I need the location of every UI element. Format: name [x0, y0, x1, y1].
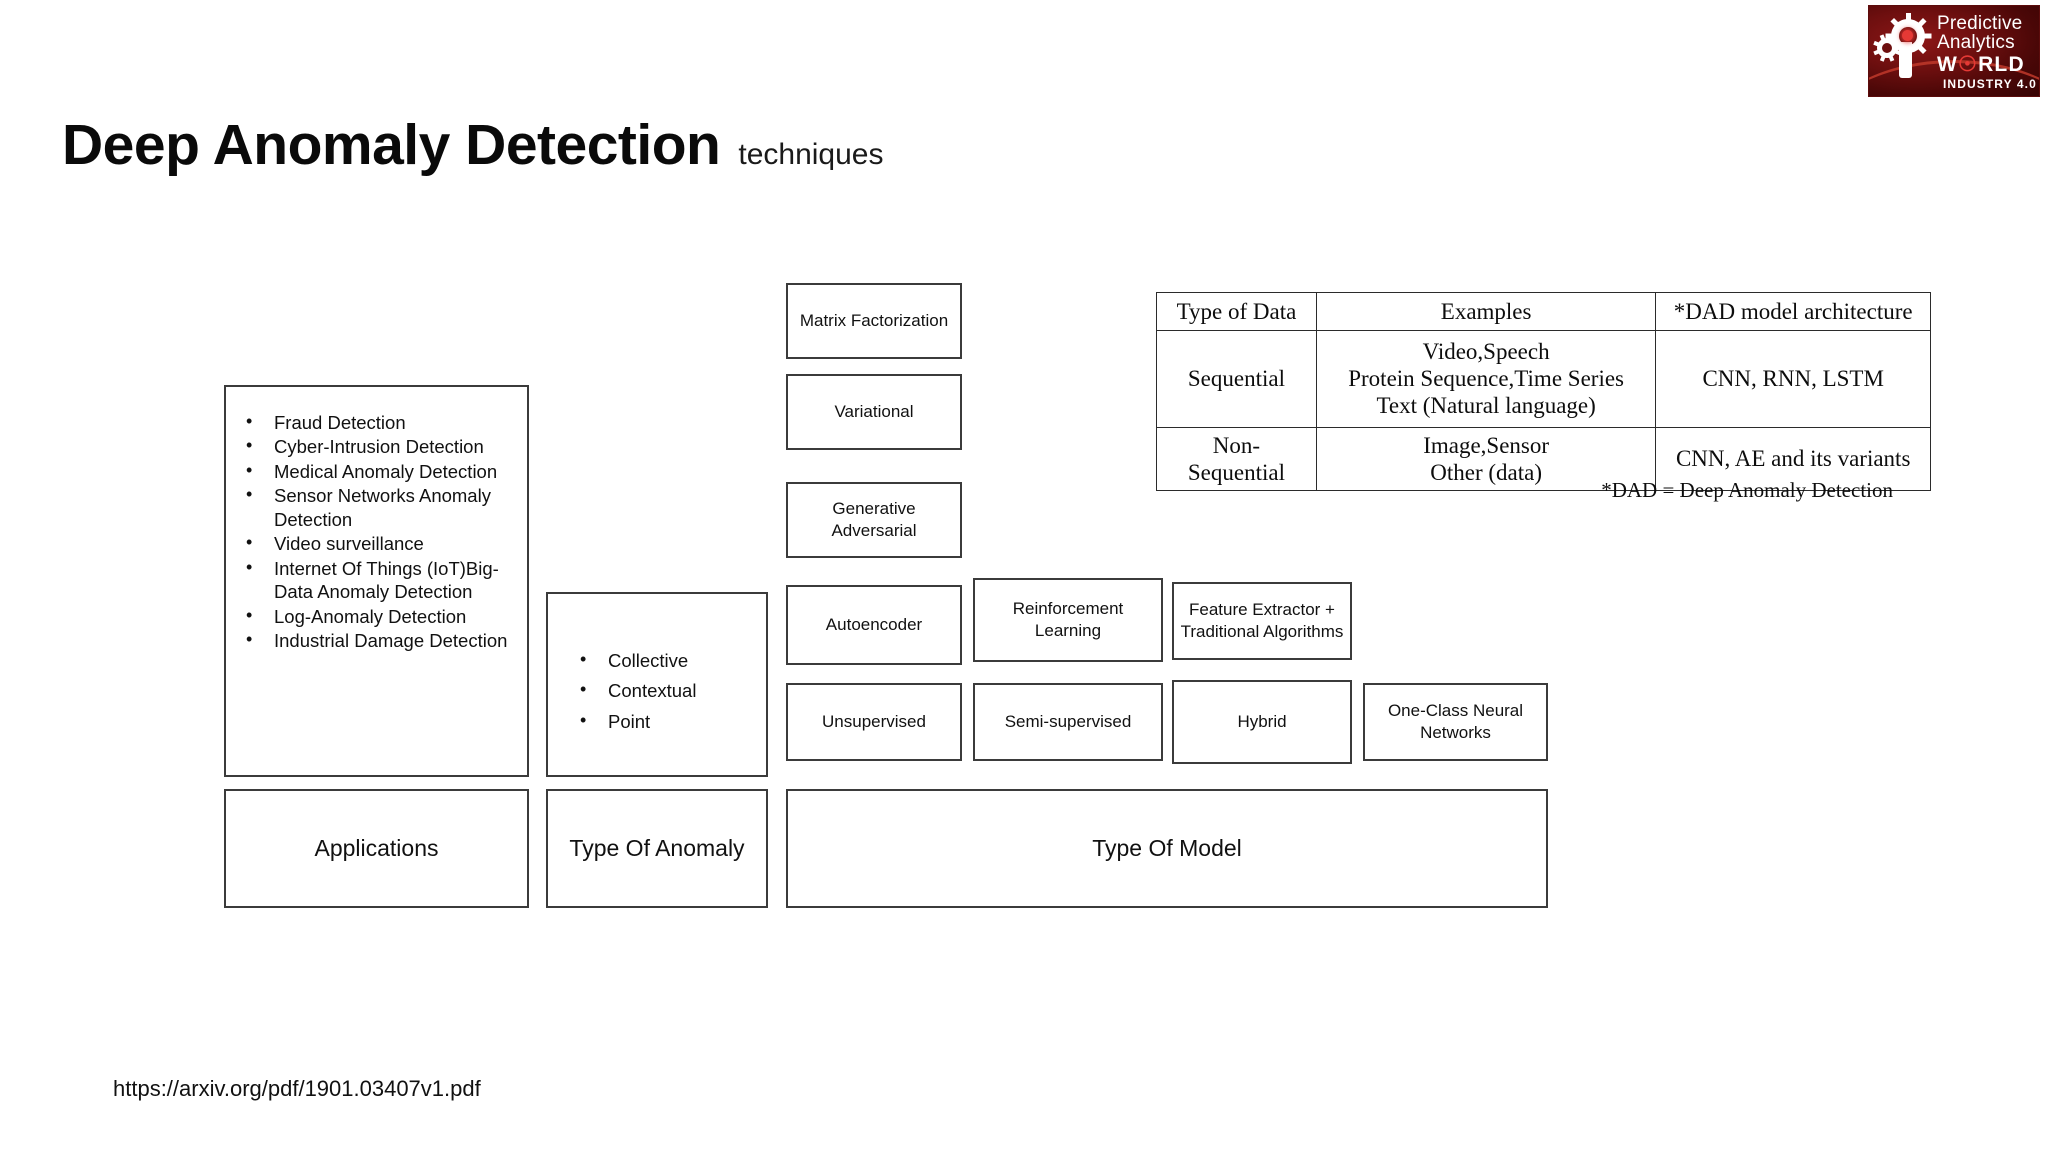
cell-examples: Video,Speech Protein Sequence,Time Serie… [1315, 330, 1657, 428]
list-item: Sensor Networks Anomaly Detection [240, 483, 517, 531]
logo-line-predictive: Predictive [1937, 13, 2023, 34]
list-item: Medical Anomaly Detection [240, 459, 517, 483]
table-footnote: *DAD = Deep Anomaly Detection [1601, 478, 1893, 502]
list-item: Contextual [574, 678, 756, 702]
cell-data-type: Sequential [1156, 330, 1317, 428]
logo-line-analytics: Analytics [1937, 32, 2015, 54]
list-item: Point [574, 709, 756, 733]
model-box-semi-supervised: Semi-supervised [973, 683, 1163, 761]
logo-wordmark: Predictive Analytics W☉RLD INDUSTRY 4.0 [1937, 13, 2037, 92]
list-item: Video surveillance [240, 531, 517, 555]
list-item: Cyber-Intrusion Detection [240, 434, 517, 458]
model-box-matrix-factorization: Matrix Factorization [786, 283, 962, 359]
table-head: Type of Data Examples *DAD model archite… [1156, 291, 1931, 332]
applications-list: Fraud Detection Cyber-Intrusion Detectio… [240, 410, 517, 653]
list-item: Log-Anomaly Detection [240, 604, 517, 628]
model-box-feature-extractor: Feature Extractor + Traditional Algorith… [1172, 582, 1352, 660]
model-box-one-class-neural-networks: One-Class Neural Networks [1363, 683, 1548, 761]
category-box-type-of-anomaly: Type Of Anomaly [546, 789, 768, 908]
logo-world-rld: RLD [1978, 52, 2025, 76]
table-row: Sequential Video,Speech Protein Sequence… [1156, 330, 1931, 428]
page-title-main: Deep Anomaly Detection [62, 113, 721, 177]
column-header-architecture: *DAD model architecture [1655, 291, 1931, 332]
applications-list-panel: Fraud Detection Cyber-Intrusion Detectio… [224, 385, 529, 777]
table-body: Sequential Video,Speech Protein Sequence… [1156, 330, 1931, 491]
column-header-examples: Examples [1315, 291, 1657, 332]
model-box-autoencoder: Autoencoder [786, 585, 962, 665]
logo-line-world: W☉RLD [1937, 54, 2037, 75]
logo-world-globe-icon: ☉ [1958, 52, 1979, 76]
model-box-generative-adversarial: Generative Adversarial [786, 482, 962, 558]
cell-data-type: Non- Sequential [1156, 426, 1317, 491]
page-title: Deep Anomaly Detection techniques [62, 112, 883, 178]
list-item: Industrial Damage Detection [240, 628, 517, 652]
predictive-analytics-world-logo: Predictive Analytics W☉RLD INDUSTRY 4.0 [1868, 5, 2040, 97]
category-box-type-of-model: Type Of Model [786, 789, 1548, 908]
logo-gear-mark-icon [1872, 13, 1933, 78]
gear-teeth-decoration-small [1872, 34, 1901, 62]
model-box-unsupervised: Unsupervised [786, 683, 962, 761]
small-gear-icon [1872, 34, 1901, 62]
model-box-hybrid: Hybrid [1172, 680, 1352, 764]
anomaly-type-list-panel: Collective Contextual Point [546, 592, 768, 777]
logo-line-industry: INDUSTRY 4.0 [1943, 77, 2037, 92]
category-box-applications: Applications [224, 789, 529, 908]
anomaly-type-list: Collective Contextual Point [574, 648, 756, 733]
table-row: Non- Sequential Image,Sensor Other (data… [1156, 426, 1931, 491]
list-item: Fraud Detection [240, 410, 517, 434]
dad-reference-table: Type of Data Examples *DAD model archite… [1156, 291, 1931, 491]
logo-stem-shape [1899, 42, 1912, 78]
cell-architecture: CNN, AE and its variants [1655, 426, 1931, 491]
cell-examples: Image,Sensor Other (data) [1315, 426, 1657, 491]
page-title-subtitle: techniques [738, 138, 884, 171]
model-box-variational: Variational [786, 374, 962, 450]
logo-red-dot-icon [1902, 30, 1913, 41]
model-box-reinforcement-learning: Reinforcement Learning [973, 578, 1163, 662]
logo-arc-decoration [1869, 60, 2039, 96]
list-item: Internet Of Things (IoT)Big- Data Anomal… [240, 556, 517, 604]
cell-architecture: CNN, RNN, LSTM [1655, 330, 1931, 428]
column-header-type-of-data: Type of Data [1156, 291, 1317, 332]
source-url-link[interactable]: https://arxiv.org/pdf/1901.03407v1.pdf [113, 1076, 481, 1101]
logo-world-w: W [1937, 52, 1959, 76]
list-item: Collective [574, 648, 756, 672]
table-header-row: Type of Data Examples *DAD model archite… [1156, 291, 1931, 332]
